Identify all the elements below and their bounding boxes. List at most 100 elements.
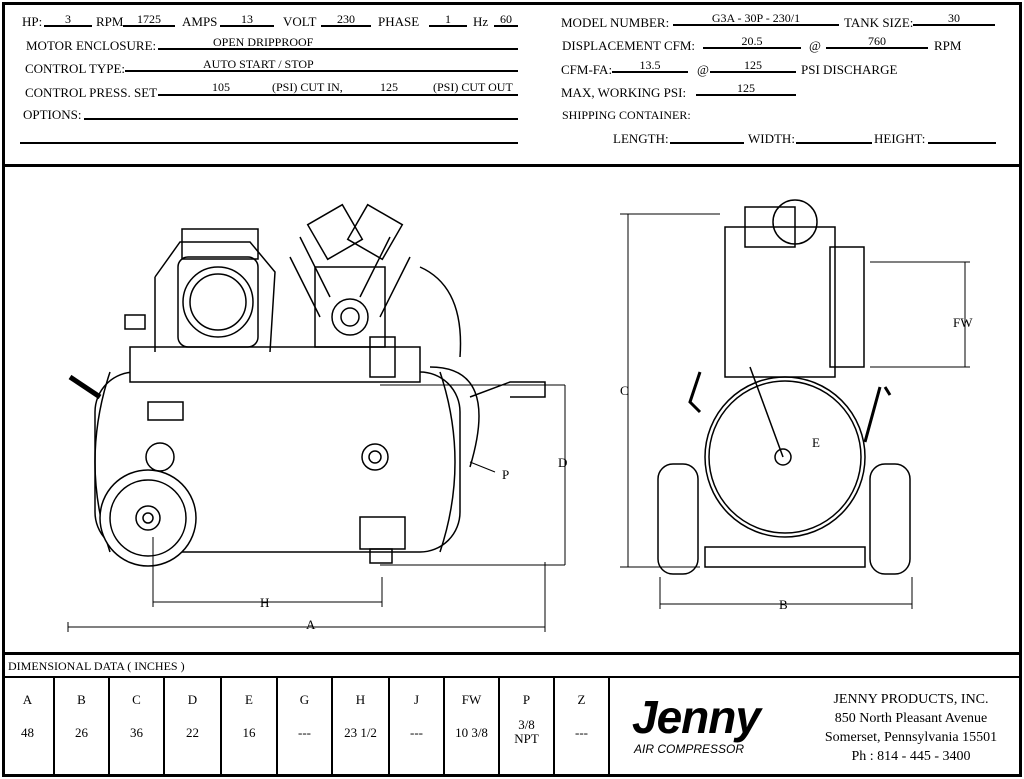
dim-key: E [245,692,253,707]
dim-column-z: Z --- [555,678,610,777]
model-label: MODEL NUMBER: [561,15,670,30]
dim-label-P: P [502,467,509,482]
max-psi-label: MAX, WORKING PSI: [561,85,687,100]
dim-key: Z [577,692,586,707]
jenny-logo: Jenny [632,691,761,743]
dim-column-d: D 22 [165,678,222,777]
dim-key: H [355,692,366,707]
dim-label-D: D [558,455,567,470]
dim-value: 36 [130,725,143,740]
dim-key: G [299,692,310,707]
at-sign: @ [697,62,709,77]
company-info: JENNY PRODUCTS, INC. 850 North Pleasant … [806,690,1016,766]
dim-value: 10 3/8 [455,725,488,740]
dim-value: 3/8 NPT [514,717,539,746]
dim-label-C: C [620,383,629,398]
compressor-drawing: A H D P C B E FW [67,199,973,632]
width-label: WIDTH: [748,131,795,146]
side-view: A H D P [67,203,567,632]
dim-key: P [522,692,531,707]
volt-value: 230 [321,13,371,27]
hp-value: 3 [44,13,92,27]
dim-key: C [132,692,141,707]
dim-key: B [77,692,86,707]
end-view: C B E FW [620,199,973,612]
motor-enclosure-value: OPEN DRIPPROOF [158,36,518,50]
company-name: JENNY PRODUCTS, INC. [833,692,989,707]
model-value: G3A - 30P - 230/1 [673,12,839,26]
hp-label: HP: [22,14,43,29]
dim-column-a: A 48 [2,678,55,777]
cfm-fa-value: 13.5 [612,59,688,73]
control-press-label: CONTROL PRESS. SET [25,85,158,100]
motor-enclosure-label: MOTOR ENCLOSURE: [26,38,157,53]
dim-label-B: B [779,597,788,612]
phase-value: 1 [429,13,467,27]
dim-column-g: G --- [278,678,333,777]
tank-label: TANK SIZE: [844,15,914,30]
dimensions-title: DIMENSIONAL DATA ( INCHES ) [8,659,185,673]
volt-label: VOLT [283,14,317,29]
displacement-rpm: 760 [826,35,928,49]
width-field [796,130,872,144]
dim-value: --- [410,725,423,740]
rpm-label: RPM [96,14,124,29]
dim-key: A [22,692,33,707]
height-label: HEIGHT: [874,131,926,146]
height-field [928,130,996,144]
dim-column-b: B 26 [55,678,110,777]
dim-value: 48 [21,725,34,740]
cfm-fa-psi: 125 [710,59,796,73]
tank-value: 30 [913,12,995,26]
company-phone: Ph : 814 - 445 - 3400 [851,749,971,764]
rpm-label: RPM [934,38,962,53]
dim-label-H: H [260,595,269,610]
cfm-fa-label: CFM-FA: [561,62,613,77]
dim-column-p: P 3/8 NPT [500,678,555,777]
options-label: OPTIONS: [23,107,82,122]
dim-column-h: H 23 1/2 [333,678,390,777]
dim-key: FW [461,692,482,707]
at-sign: @ [809,38,821,53]
divider [2,676,1022,678]
phase-label: PHASE [378,14,420,29]
options-field [84,106,518,120]
control-press-line [158,82,518,96]
company-address2: Somerset, Pennsylvania 15501 [824,730,998,745]
dim-value: --- [298,725,311,740]
displacement-value: 20.5 [703,35,801,49]
options-field-2 [20,130,518,144]
dim-value: 22 [186,725,199,740]
dim-value: 26 [75,725,88,740]
dim-key: J [413,692,420,707]
divider [2,652,1022,655]
amps-label: AMPS [182,14,218,29]
dim-value: 23 1/2 [344,725,377,740]
hz-label: Hz [473,14,489,29]
dim-key: D [187,692,198,707]
dim-label-A: A [306,617,316,632]
length-field [670,130,744,144]
dim-label-E: E [812,435,820,450]
psi-discharge-label: PSI DISCHARGE [801,62,898,77]
cut-in-label: (PSI) CUT IN, [272,80,343,94]
shipping-label: SHIPPING CONTAINER: [562,108,691,122]
dim-label-FW: FW [953,315,973,330]
dim-column-j: J --- [390,678,445,777]
dim-value: --- [575,725,588,740]
control-type-label: CONTROL TYPE: [25,61,126,76]
dim-column-fw: FW 10 3/8 [445,678,500,777]
rpm-value: 1725 [123,13,175,27]
hz-value: 60 [494,13,518,27]
max-psi-value: 125 [696,82,796,96]
dim-column-c: C 36 [110,678,165,777]
displacement-label: DISPLACEMENT CFM: [562,38,696,53]
length-label: LENGTH: [613,131,669,146]
dim-value: 16 [242,725,256,740]
cut-out-value: 125 [380,80,398,94]
amps-value: 13 [220,13,274,27]
logo-tagline: AIR COMPRESSOR [634,742,745,756]
control-type-value: AUTO START / STOP [125,58,518,72]
cut-in-value: 105 [212,80,230,94]
